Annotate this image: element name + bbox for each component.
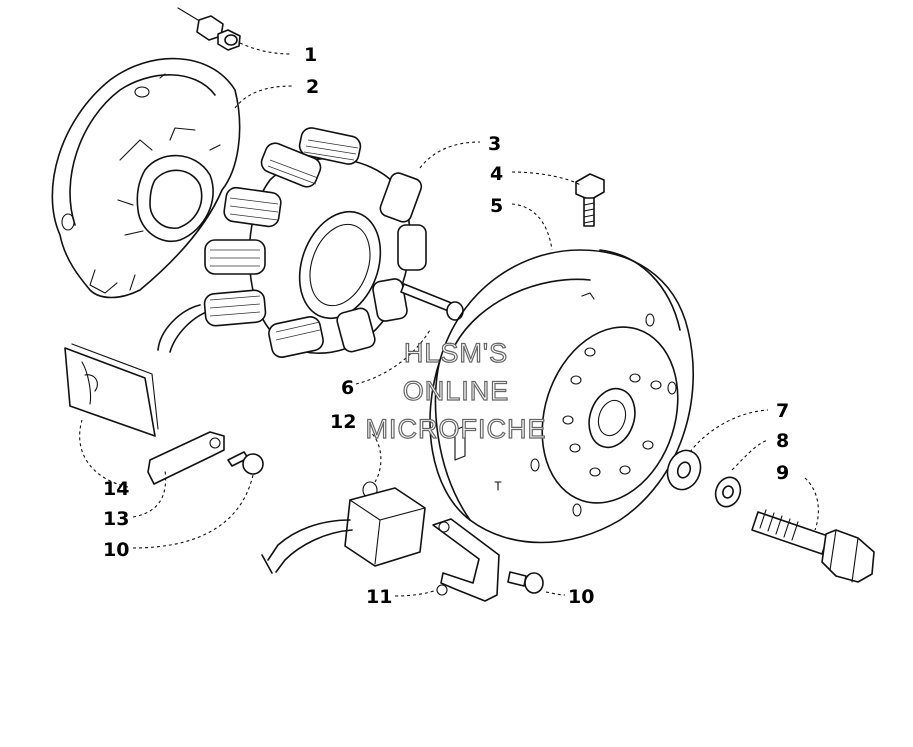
callouts: 1 2 3 4 5 6 7 8 9 10 10 11 12 13 14: [103, 44, 789, 608]
callout-10-right: 10: [568, 586, 594, 608]
callout-6: 6: [341, 377, 354, 399]
callout-9: 9: [776, 462, 789, 484]
callout-11: 11: [366, 586, 392, 608]
callout-14: 14: [103, 478, 129, 500]
part-screw-10-left: [227, 451, 264, 475]
part-washer-7: [666, 449, 702, 491]
callout-4: 4: [490, 163, 503, 185]
part-screw-1: [177, 7, 241, 51]
part-pickup-12: [261, 481, 426, 574]
part-bolt-9: [751, 509, 875, 583]
part-lockwasher-8: [714, 476, 742, 508]
part-bolt-4: [575, 173, 605, 227]
part-screw-10-right: [507, 571, 544, 594]
callout-1: 1: [304, 44, 317, 66]
part-stator-3: [157, 127, 464, 358]
part-cover-2: [51, 57, 241, 299]
watermark-line-3: MICROFICHE: [366, 414, 547, 444]
callout-8: 8: [776, 430, 789, 452]
watermark-line-2: ONLINE: [403, 376, 510, 406]
watermark-line-1: HLSM'S: [404, 338, 508, 368]
part-flywheel-5: [429, 249, 694, 544]
callout-3: 3: [488, 133, 501, 155]
part-plate-14: [64, 343, 159, 437]
part-bracket-13: [147, 431, 225, 485]
callout-7: 7: [776, 400, 789, 422]
callout-10-left: 10: [103, 539, 129, 561]
callout-2: 2: [306, 76, 319, 98]
callout-5: 5: [490, 195, 503, 217]
leader-lines: [79, 42, 819, 597]
callout-12: 12: [330, 411, 356, 433]
callout-13: 13: [103, 508, 129, 530]
watermark: HLSM'S ONLINE MICROFICHE: [365, 337, 547, 444]
